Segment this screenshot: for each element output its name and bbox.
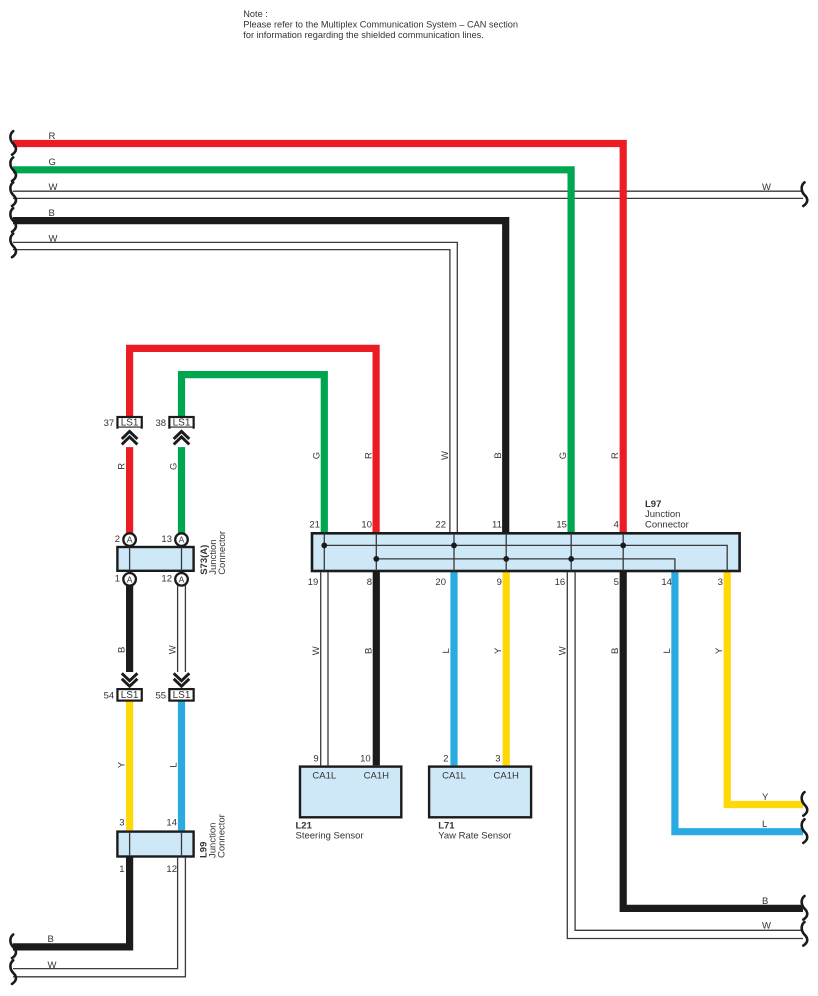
svg-text:G: G [169, 463, 180, 470]
svg-text:S73(A): S73(A) [199, 545, 210, 575]
svg-text:Y: Y [714, 647, 725, 654]
svg-text:3: 3 [495, 754, 500, 765]
svg-text:4: 4 [614, 519, 619, 530]
svg-text:CA1H: CA1H [364, 770, 389, 781]
svg-text:Junction: Junction [208, 539, 219, 574]
svg-text:G: G [558, 452, 569, 459]
svg-text:20: 20 [435, 577, 446, 588]
svg-text:L99: L99 [198, 842, 209, 858]
svg-text:W: W [440, 451, 451, 460]
svg-text:9: 9 [497, 577, 502, 588]
svg-text:13: 13 [161, 534, 172, 545]
svg-text:37: 37 [104, 418, 115, 429]
svg-text:W: W [49, 233, 58, 244]
svg-text:15: 15 [556, 519, 567, 530]
svg-text:L21: L21 [296, 820, 313, 831]
svg-text:A: A [179, 535, 185, 545]
svg-text:22: 22 [435, 519, 446, 530]
svg-text:9: 9 [313, 754, 318, 765]
svg-text:Y: Y [117, 761, 128, 768]
svg-text:L: L [441, 648, 452, 653]
svg-text:3: 3 [718, 577, 723, 588]
svg-text:10: 10 [361, 519, 372, 530]
svg-text:W: W [762, 182, 771, 193]
svg-text:21: 21 [309, 519, 320, 530]
svg-text:Connector: Connector [217, 531, 228, 575]
svg-text:LS1: LS1 [173, 418, 191, 429]
svg-text:19: 19 [308, 577, 319, 588]
svg-text:G: G [311, 452, 322, 459]
svg-text:14: 14 [166, 817, 177, 828]
svg-text:L97: L97 [645, 499, 661, 510]
svg-text:W: W [557, 646, 568, 655]
svg-text:Please refer to the Multiplex: Please refer to the Multiplex Communicat… [243, 19, 518, 29]
svg-text:B: B [762, 896, 768, 907]
svg-text:14: 14 [661, 577, 672, 588]
svg-text:LS1: LS1 [173, 690, 191, 701]
svg-text:R: R [117, 463, 128, 470]
svg-text:1: 1 [119, 864, 124, 875]
svg-text:Y: Y [762, 792, 769, 803]
svg-text:54: 54 [104, 690, 115, 701]
svg-text:W: W [48, 960, 57, 971]
svg-text:L71: L71 [438, 820, 455, 831]
svg-text:B: B [363, 648, 374, 654]
svg-text:A: A [127, 535, 133, 545]
svg-text:LS1: LS1 [121, 418, 139, 429]
svg-text:R: R [49, 131, 56, 142]
svg-text:5: 5 [614, 577, 619, 588]
svg-text:2: 2 [443, 754, 448, 765]
svg-text:16: 16 [555, 577, 566, 588]
svg-text:1: 1 [115, 574, 120, 585]
svg-text:11: 11 [492, 519, 502, 530]
svg-text:LS1: LS1 [121, 690, 139, 701]
svg-text:R: R [610, 452, 621, 459]
svg-text:W: W [311, 646, 322, 655]
svg-text:38: 38 [156, 418, 167, 429]
svg-text:for information regarding the: for information regarding the shielded c… [243, 30, 484, 40]
svg-text:L: L [662, 648, 673, 653]
svg-text:G: G [49, 157, 56, 168]
svg-text:CA1L: CA1L [312, 770, 336, 781]
svg-text:B: B [610, 648, 621, 654]
svg-text:W: W [762, 920, 771, 931]
svg-text:Connector: Connector [217, 814, 228, 858]
svg-text:W: W [49, 182, 58, 193]
svg-text:2: 2 [115, 534, 120, 545]
svg-text:Junction: Junction [645, 509, 680, 520]
svg-text:W: W [168, 645, 179, 654]
svg-text:12: 12 [161, 574, 172, 585]
svg-text:B: B [493, 452, 504, 458]
svg-text:B: B [48, 934, 54, 945]
svg-text:R: R [363, 452, 374, 459]
svg-text:Y: Y [493, 647, 504, 654]
svg-text:B: B [117, 647, 128, 653]
svg-text:Steering Sensor: Steering Sensor [296, 831, 364, 842]
svg-text:L: L [762, 819, 767, 830]
svg-text:12: 12 [166, 864, 177, 875]
svg-text:Yaw Rate Sensor: Yaw Rate Sensor [438, 831, 511, 842]
svg-text:10: 10 [360, 754, 371, 765]
svg-text:CA1L: CA1L [442, 770, 466, 781]
svg-text:A: A [179, 574, 185, 584]
svg-text:A: A [127, 574, 133, 584]
svg-text:Connector: Connector [645, 519, 689, 530]
svg-text:Junction: Junction [208, 823, 219, 858]
svg-text:8: 8 [367, 577, 372, 588]
svg-text:55: 55 [156, 690, 167, 701]
svg-text:L: L [169, 762, 180, 767]
svg-text:Note :: Note : [243, 9, 268, 19]
svg-text:3: 3 [119, 817, 124, 828]
svg-text:CA1H: CA1H [494, 770, 519, 781]
svg-text:B: B [49, 208, 55, 219]
